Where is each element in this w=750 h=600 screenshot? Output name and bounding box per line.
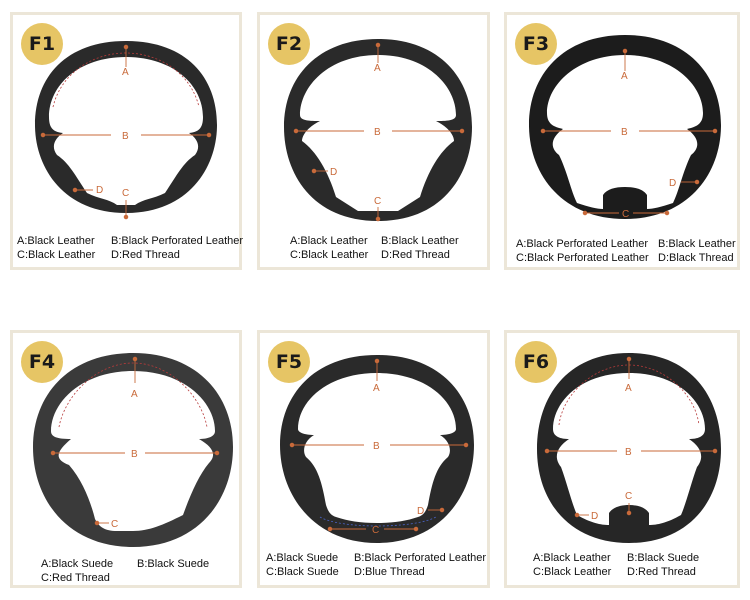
marker-label-d: D xyxy=(669,178,676,189)
marker-label-b: B xyxy=(131,449,138,460)
model-badge: F5 xyxy=(268,341,310,383)
marker-label-a: A xyxy=(373,383,380,394)
marker-label-c: C xyxy=(372,525,379,536)
spec-a: A:Black Suede xyxy=(41,558,114,570)
spec-b: B:Black Suede xyxy=(137,558,210,570)
steering-wheel-icon: A B C D xyxy=(35,41,217,220)
marker-label-d: D xyxy=(417,506,424,517)
marker-label-b: B xyxy=(374,127,381,138)
marker-label-a: A xyxy=(131,389,138,400)
wheel-card-f1: F1 A B C D A:Black Leather B:Black Perfo… xyxy=(10,12,244,270)
marker-label-b: B xyxy=(373,441,380,452)
spec-b: B:Black Leather xyxy=(381,235,459,247)
steering-wheel-icon: A B C xyxy=(33,353,233,547)
wheel-card-f2: F2 A B C D A:Black Leather B:Black Leath… xyxy=(257,12,490,270)
marker-label-c: C xyxy=(111,519,118,530)
marker-label-c: C xyxy=(122,188,129,199)
spec-c: C:Black Leather xyxy=(17,249,96,261)
wheel-card-f5: F5 A B C D A:Black Suede B:Black Perfora… xyxy=(257,330,490,588)
spec-b: B:Black Perforated Leather xyxy=(354,552,487,564)
spec-d: D:Black Thread xyxy=(658,252,734,264)
spec-c: C:Black Leather xyxy=(290,249,369,261)
spec-a: A:Black Leather xyxy=(290,235,368,247)
wheel-card-f6: F6 A B C D A:Black Leather B:Black Suede… xyxy=(504,330,740,588)
spec-d: D:Red Thread xyxy=(111,249,180,261)
model-badge: F4 xyxy=(21,341,63,383)
steering-wheel-icon: A B C D xyxy=(537,353,721,543)
marker-label-b: B xyxy=(625,447,632,458)
marker-label-a: A xyxy=(374,63,381,74)
spec-b: B:Black Leather xyxy=(658,238,736,250)
spec-c: C:Red Thread xyxy=(41,572,110,584)
spec-c: C:Black Leather xyxy=(533,566,612,578)
marker-label-d: D xyxy=(591,511,598,522)
spec-c: C:Black Suede xyxy=(266,566,339,578)
marker-label-b: B xyxy=(621,127,628,138)
spec-c: C:Black Perforated Leather xyxy=(516,252,649,264)
spec-a: A:Black Perforated Leather xyxy=(516,238,649,250)
model-badge: F6 xyxy=(515,341,557,383)
spec-d: D:Blue Thread xyxy=(354,566,425,578)
marker-label-a: A xyxy=(621,71,628,82)
wheel-card-f4: F4 A B C A:Black Suede B:Black Suede C:R… xyxy=(10,330,242,588)
wheel-card-f3: F3 A B C D A:Black Perforated Leather B:… xyxy=(504,12,740,270)
model-badge: F2 xyxy=(268,23,310,65)
marker-label-a: A xyxy=(625,383,632,394)
model-badge: F1 xyxy=(21,23,63,65)
steering-wheel-icon: A B C D xyxy=(280,355,474,543)
marker-label-d: D xyxy=(96,185,103,196)
spec-a: A:Black Leather xyxy=(17,235,95,247)
spec-a: A:Black Suede xyxy=(266,552,339,564)
marker-label-c: C xyxy=(374,196,381,207)
spec-b: B:Black Suede xyxy=(627,552,700,564)
spec-d: D:Red Thread xyxy=(381,249,450,261)
steering-wheel-icon: A B C D xyxy=(284,39,472,222)
marker-label-c: C xyxy=(622,209,629,220)
model-badge: F3 xyxy=(515,23,557,65)
marker-label-b: B xyxy=(122,131,129,142)
spec-b: B:Black Perforated Leather xyxy=(111,235,244,247)
spec-d: D:Red Thread xyxy=(627,566,696,578)
spec-a: A:Black Leather xyxy=(533,552,611,564)
marker-label-c: C xyxy=(625,491,632,502)
steering-wheel-icon: A B C D xyxy=(529,35,721,220)
marker-label-a: A xyxy=(122,67,129,78)
marker-label-d: D xyxy=(330,167,337,178)
